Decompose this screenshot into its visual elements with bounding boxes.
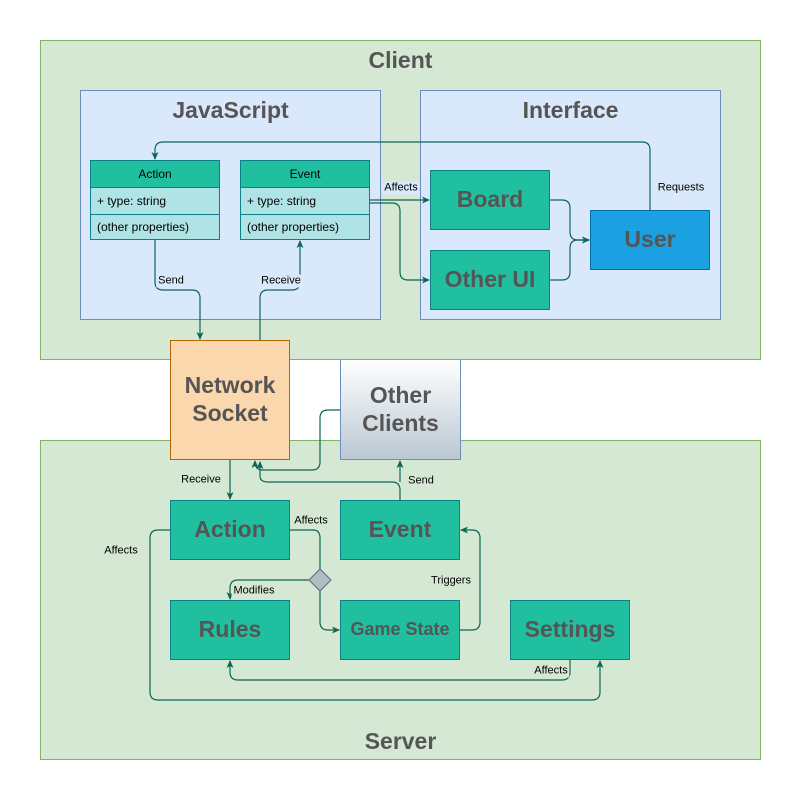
affects-client-label: Affects: [382, 181, 420, 195]
event-class-field: + type: string: [247, 194, 317, 208]
board-node[interactable]: Board: [430, 170, 550, 230]
send-server-label: Send: [406, 474, 436, 488]
event-class-name: Event: [241, 161, 369, 188]
server-title: Server: [364, 728, 437, 754]
modifies-label: Modifies: [231, 584, 277, 598]
interface-title: Interface: [522, 97, 619, 123]
settings-node[interactable]: Settings: [510, 600, 630, 660]
action-class-divider: [91, 214, 219, 215]
send-client-label: Send: [156, 274, 186, 288]
server-event-node[interactable]: Event: [340, 500, 460, 560]
client-title: Client: [368, 47, 433, 73]
affects-action-label: Affects: [292, 514, 330, 528]
action-class-name: Action: [91, 161, 219, 188]
requests-label: Requests: [655, 181, 707, 195]
affects-settings-label: Affects: [532, 664, 570, 678]
action-class-extra: (other properties): [97, 220, 190, 234]
other-clients-node[interactable]: Other Clients: [340, 360, 461, 460]
user-node[interactable]: User: [590, 210, 710, 270]
server-action-node[interactable]: Action: [170, 500, 290, 560]
other-ui-node[interactable]: Other UI: [430, 250, 550, 310]
rules-node[interactable]: Rules: [170, 600, 290, 660]
network-socket-node[interactable]: Network Socket: [170, 340, 290, 460]
javascript-title: JavaScript: [172, 97, 289, 123]
affects-left-label: Affects: [102, 544, 140, 558]
game-state-node[interactable]: Game State: [340, 600, 460, 660]
receive-client-label: Receive: [259, 274, 303, 288]
action-class[interactable]: Action + type: string (other properties): [90, 160, 220, 240]
event-class-extra: (other properties): [247, 220, 340, 234]
event-class[interactable]: Event + type: string (other properties): [240, 160, 370, 240]
action-class-field: + type: string: [97, 194, 167, 208]
receive-server-label: Receive: [179, 473, 223, 487]
event-class-divider: [241, 214, 369, 215]
triggers-label: Triggers: [429, 574, 473, 588]
